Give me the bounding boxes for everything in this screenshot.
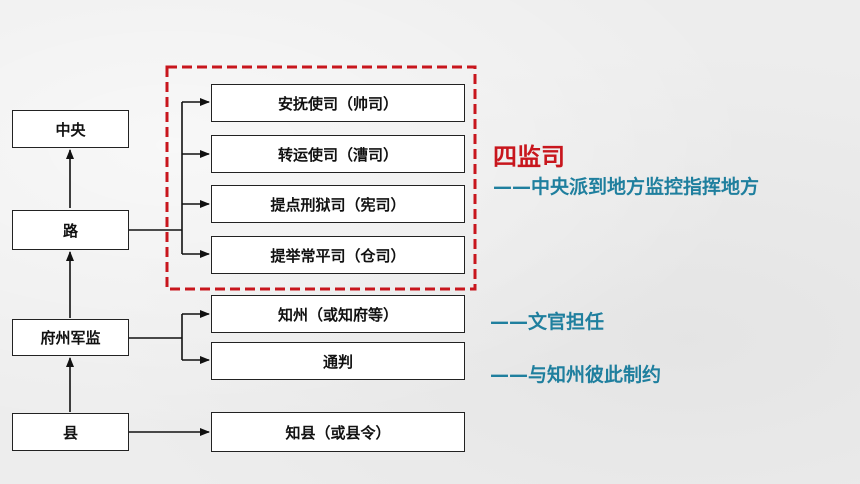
tongpan-note: ——与知州彼此制约 [490,364,662,386]
jiansi-tidian-xingyu: 提点刑狱司（宪司） [211,185,465,223]
level-central: 中央 [12,110,129,148]
zhixian: 知县（或县令） [211,412,465,452]
jiansi-anfu: 安抚使司（帅司） [211,84,465,122]
level-lu: 路 [12,210,129,250]
tongpan: 通判 [211,342,465,380]
zhizhou-note: ——文官担任 [490,311,605,333]
jiansi-zhuanyun: 转运使司（漕司） [211,135,465,173]
jiansi-note: ——中央派到地方监控指挥地方 [493,176,760,198]
jiansi-title: 四监司 [493,143,565,171]
level-fuzhou: 府州军监 [12,319,129,356]
zhizhou: 知州（或知府等） [211,295,465,333]
level-county: 县 [12,413,129,451]
jiansi-tiju-changping: 提举常平司（仓司） [211,236,465,274]
jiansi-highlight-frame [165,65,477,291]
